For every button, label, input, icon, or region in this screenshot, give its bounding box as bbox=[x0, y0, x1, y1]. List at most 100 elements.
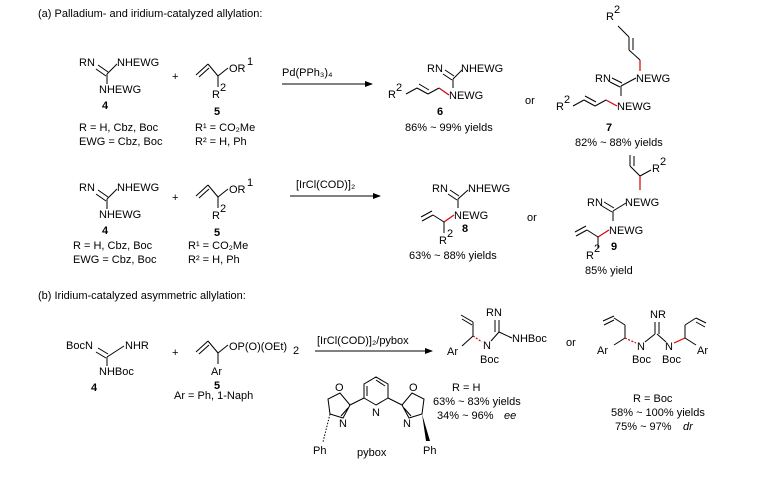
p6-nhewg: NHEWG bbox=[461, 63, 503, 75]
p8-r-sup: 2 bbox=[447, 228, 453, 240]
guanidine-nhr: NHR bbox=[125, 340, 149, 352]
pb2-n-right: N bbox=[665, 341, 673, 353]
pybox-o-right: O bbox=[409, 382, 418, 394]
condition-r2: R² = H, Ph bbox=[188, 254, 240, 266]
pb1-n: N bbox=[483, 340, 491, 352]
or-text: or bbox=[527, 212, 537, 224]
compound-number-8: 8 bbox=[462, 223, 468, 235]
p6-r-sup: 2 bbox=[396, 82, 402, 94]
pb1-yield: 63% ~ 83% yields bbox=[433, 396, 521, 408]
guanidine-nhewg-bottom: NHEWG bbox=[99, 84, 141, 96]
condition-r2: R² = H, Ph bbox=[195, 136, 247, 148]
pybox-o-left: O bbox=[335, 382, 344, 394]
pybox-n-right: N bbox=[403, 418, 411, 430]
p9-r-top-sup: 2 bbox=[660, 156, 666, 168]
p8-newg: NEWG bbox=[454, 210, 488, 222]
reagent-ir: [IrCl(COD)]₂ bbox=[296, 179, 355, 191]
p7-rn: RN bbox=[595, 73, 611, 85]
compound-number-5: 5 bbox=[214, 380, 220, 392]
product-6: RN NHEWG NEWG R 2 6 86% ~ 99% yields bbox=[388, 63, 503, 134]
compound-number-7: 7 bbox=[606, 122, 612, 134]
plus-sign: + bbox=[172, 347, 178, 359]
p6-newg: NEWG bbox=[449, 90, 483, 102]
compound-number-5: 5 bbox=[214, 106, 220, 118]
p7-r: R bbox=[556, 101, 564, 113]
allyl-ophos-sub: 2 bbox=[293, 345, 299, 357]
pb1-ee-unit: ee bbox=[504, 410, 516, 422]
guanidine-nhboc: NHBoc bbox=[99, 366, 134, 378]
allyl-r: R bbox=[212, 89, 220, 101]
p9-rn: RN bbox=[587, 197, 603, 209]
or-text: or bbox=[525, 95, 535, 107]
allyl-ar: Ar bbox=[211, 366, 222, 378]
pb2-boc-left: Boc bbox=[632, 354, 651, 366]
p9-newg-2: NEWG bbox=[609, 225, 643, 237]
p9-newg-1: NEWG bbox=[625, 197, 659, 209]
pb1-cond: R = H bbox=[452, 382, 480, 394]
pybox-ph-left: Ph bbox=[313, 445, 326, 457]
allyl-5-row1: OR 1 R 2 5 R¹ = CO₂Me R² = H, Ph bbox=[195, 56, 255, 148]
allyl-r: R bbox=[212, 210, 220, 222]
pb2-boc-right: Boc bbox=[662, 354, 681, 366]
guanidine-4-b: BocN NHR NHBoc 4 bbox=[66, 340, 149, 394]
pb2-cond: R = Boc bbox=[633, 393, 673, 405]
pb2-yield: 58% ~ 100% yields bbox=[611, 407, 705, 419]
condition-r: R = H, Cbz, Boc bbox=[73, 240, 153, 252]
product-7: R 2 RN NEWG NEWG R 2 7 82% ~ 88% yields bbox=[556, 4, 670, 149]
reagent-ir-pybox: [IrCl(COD)]₂/pybox bbox=[317, 335, 409, 347]
p9-r-top: R bbox=[652, 163, 660, 175]
allyl-r-sup: 2 bbox=[220, 82, 226, 94]
compound-number-4: 4 bbox=[91, 382, 98, 394]
pybox-ph-right: Ph bbox=[423, 445, 436, 457]
p7-r-top-sup: 2 bbox=[614, 4, 620, 16]
condition-r: R = H, Cbz, Boc bbox=[79, 122, 159, 134]
compound-number-9: 9 bbox=[611, 241, 617, 253]
pb2-ar-right: Ar bbox=[697, 345, 708, 357]
pb2-nr: NR bbox=[650, 309, 666, 321]
yield-9: 85% yield bbox=[585, 265, 633, 277]
pybox-label: pybox bbox=[357, 447, 387, 459]
p9-r: R bbox=[586, 250, 594, 262]
pb1-ee: 34% ~ 96% bbox=[437, 410, 494, 422]
yield-7: 82% ~ 88% yields bbox=[575, 137, 663, 149]
pybox-ligand: N O N Ph O N Ph pybox bbox=[313, 376, 436, 459]
p7-newg-1: NEWG bbox=[636, 73, 670, 85]
guanidine-nhewg-bottom: NHEWG bbox=[99, 209, 141, 221]
condition-r1: R¹ = CO₂Me bbox=[195, 122, 255, 134]
product-8: RN NHEWG NEWG R 2 8 63% ~ 88% yields bbox=[409, 183, 510, 262]
section-b-title: (b) Iridium-catalyzed asymmetric allylat… bbox=[38, 290, 246, 302]
pb1-ar: Ar bbox=[447, 346, 458, 358]
section-a-title: (a) Palladium- and iridium-catalyzed all… bbox=[38, 8, 262, 20]
condition-ewg: EWG = Cbz, Boc bbox=[79, 136, 163, 148]
pb2-ar-left: Ar bbox=[597, 345, 608, 357]
p8-nhewg: NHEWG bbox=[468, 183, 510, 195]
allyl-or: OR bbox=[229, 63, 246, 75]
guanidine-nhewg-top: NHEWG bbox=[117, 182, 159, 194]
pb2-n-left: N bbox=[637, 341, 645, 353]
p7-r-top: R bbox=[606, 11, 614, 23]
p7-newg-2: NEWG bbox=[617, 101, 651, 113]
reagent-pd: Pd(PPh₃)₄ bbox=[282, 67, 333, 79]
allyl-or-sup: 1 bbox=[247, 177, 253, 189]
condition-r1: R¹ = CO₂Me bbox=[188, 240, 248, 252]
guanidine-4-row2: RN NHEWG NHEWG 4 R = H, Cbz, Boc EWG = C… bbox=[73, 182, 159, 266]
guanidine-bocn: BocN bbox=[66, 340, 93, 352]
plus-sign: + bbox=[172, 192, 178, 204]
product-b2: Ar N Boc NR N Boc Ar R = Boc 58% ~ 100% … bbox=[597, 309, 708, 433]
product-9: R 2 RN NEWG NEWG R 2 9 85% yield bbox=[574, 155, 666, 277]
pb2-dr-unit: dr bbox=[683, 421, 694, 433]
p9-r-sup: 2 bbox=[594, 243, 600, 255]
plus-sign: + bbox=[172, 71, 178, 83]
p8-rn: RN bbox=[432, 183, 448, 195]
pb2-dr: 75% ~ 97% bbox=[615, 421, 672, 433]
compound-number-4: 4 bbox=[102, 225, 109, 237]
allyl-5-b: OP(O)(OEt) 2 Ar 5 Ar = Ph, 1-Naph bbox=[174, 340, 299, 402]
allyl-or: OR bbox=[229, 184, 246, 196]
pb1-boc: Boc bbox=[480, 354, 499, 366]
compound-number-4: 4 bbox=[102, 100, 109, 112]
yield-8: 63% ~ 88% yields bbox=[409, 250, 497, 262]
allyl-ophos: OP(O)(OEt) bbox=[229, 341, 287, 353]
allyl-5-row2: OR 1 R 2 5 R¹ = CO₂Me R² = H, Ph bbox=[188, 177, 253, 266]
pb1-rn: RN bbox=[486, 307, 502, 319]
compound-number-6: 6 bbox=[437, 106, 443, 118]
